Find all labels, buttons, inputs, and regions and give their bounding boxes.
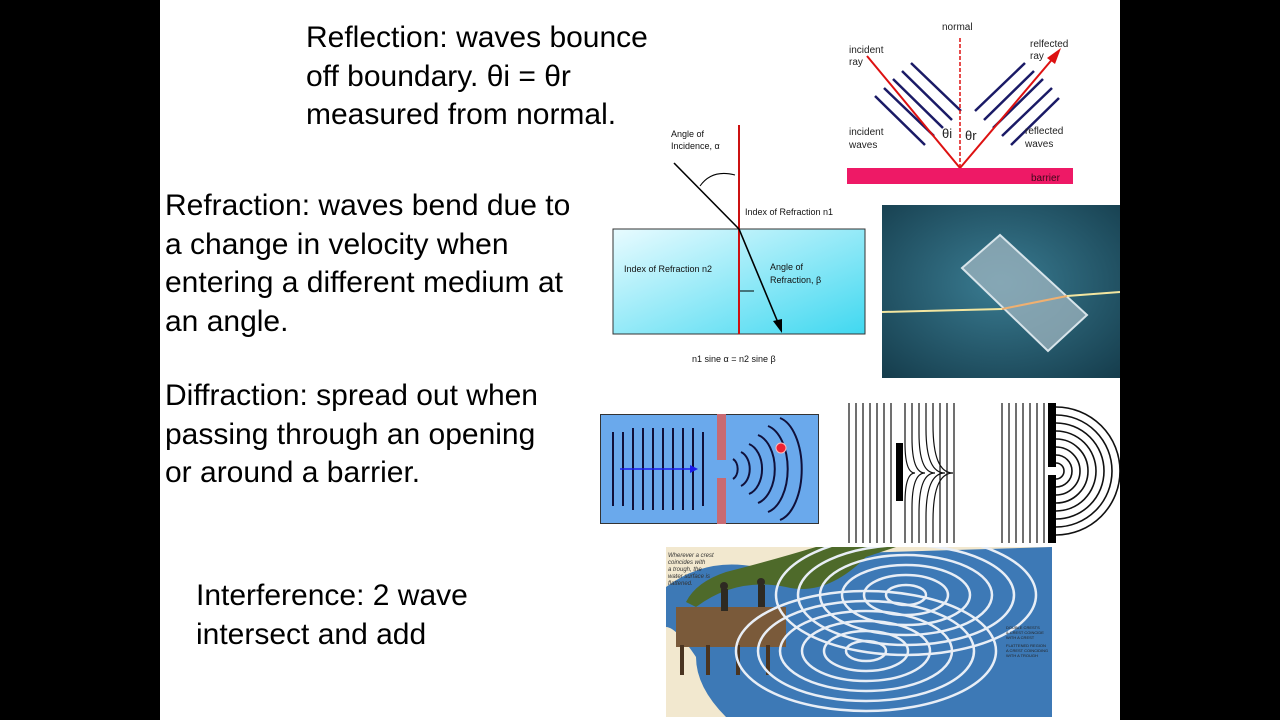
- index-n2-label: Index of Refraction n2: [624, 264, 712, 274]
- dock: [676, 607, 786, 647]
- refraction-line-2: a change in velocity when: [165, 227, 509, 261]
- diffraction-opening-diagram: [1001, 403, 1120, 543]
- opening-incoming-wavefronts: [1001, 403, 1045, 543]
- reflected-ray-arrowhead: [1047, 48, 1061, 64]
- wave-source-rings-2: [734, 589, 998, 713]
- wall-lower: [1048, 475, 1056, 543]
- glass-block-photo: [882, 205, 1120, 378]
- wall-upper: [1048, 403, 1056, 467]
- reflected-ray-label-2: ray: [1030, 51, 1044, 62]
- diffraction-line-1: Diffraction: spread out when: [165, 379, 538, 412]
- theta-i-label: θi: [942, 126, 952, 141]
- right-label-4: FLATTENED REGION: [1006, 643, 1046, 648]
- right-label-1: DOUBLE CRESTS: [1006, 625, 1040, 630]
- refracted-ray-arrowhead: [773, 319, 782, 333]
- incidence-angle-arc: [699, 172, 736, 187]
- angle-refraction-label-2: Refraction, β: [770, 275, 821, 285]
- refraction-line-1: Refraction: waves bend due to: [165, 189, 571, 222]
- right-label-3: WITH A CREST: [1006, 635, 1035, 640]
- interference-line-1: Interference: 2 wave: [196, 579, 468, 612]
- diffracted-wavefronts: [732, 417, 803, 521]
- right-label-6: WITH A TROUGH: [1006, 653, 1038, 658]
- reflection-line-2: off boundary. θi = θr: [306, 59, 571, 93]
- caption-line-1: Wherever a crest: [668, 553, 714, 559]
- reflected-waves-label-1: reflected: [1025, 126, 1063, 137]
- reflection-diagram: barrier normal incident ray relfected ra…: [847, 22, 1073, 184]
- marker-dot: [775, 442, 787, 454]
- barrier-label: barrier: [1031, 173, 1061, 184]
- incident-ray: [673, 162, 740, 230]
- refraction-line-4: an angle.: [165, 304, 289, 338]
- propagation-arrowhead: [690, 465, 698, 473]
- diffraction-line-2: passing through an opening: [165, 417, 536, 451]
- opening-circular-wavefronts: [1055, 406, 1120, 536]
- interference-text: Interference: 2 wave intersect and add: [196, 577, 468, 654]
- grassy-bank: [686, 547, 896, 607]
- reflected-ray: [959, 55, 1056, 169]
- snell-law: n1 sine α = n2 sine β: [692, 354, 776, 364]
- reflected-wavefronts: [974, 62, 1060, 146]
- reflection-line-1: Reflection: waves bounce: [306, 21, 648, 54]
- refraction-text: Refraction: waves bend due to a change i…: [165, 187, 570, 341]
- diffraction-barrier-diagram: [848, 403, 955, 543]
- incident-waves-label-1: incident: [849, 127, 884, 138]
- diffraction-tank-diagram: [600, 414, 819, 524]
- diffraction-line-3: or around a barrier.: [165, 456, 421, 489]
- diffraction-text: Diffraction: spread out when passing thr…: [165, 377, 538, 493]
- reflection-text: Reflection: waves bounce off boundary. θ…: [306, 19, 648, 135]
- light-beam-in: [882, 308, 1003, 313]
- caption-line-3: a trough, the: [668, 567, 702, 573]
- light-beam-glass: [1001, 295, 1068, 310]
- refraction-line-3: entering a different medium at: [165, 266, 564, 299]
- slide: Reflection: waves bounce off boundary. θ…: [160, 0, 1120, 720]
- incident-wavefronts: [874, 62, 962, 146]
- incident-ray-label-2: ray: [849, 57, 863, 68]
- barrier-lower: [717, 478, 726, 524]
- angle-incidence-label-2: Incidence, α: [671, 141, 720, 151]
- incident-ray-label-1: incident: [849, 45, 884, 56]
- caption-line-2: coincides with: [668, 560, 706, 566]
- refracted-ray: [738, 228, 780, 326]
- caption-line-4: water surface is: [668, 574, 710, 580]
- reflection-line-3: measured from normal.: [306, 98, 617, 131]
- refraction-diagram: Angle of Incidence, α Index of Refractio…: [612, 125, 866, 364]
- barrier-bar: [847, 168, 1073, 184]
- angle-incidence-label-1: Angle of: [671, 129, 705, 139]
- light-beam-out: [1066, 291, 1120, 297]
- angle-refraction-label-1: Angle of: [770, 262, 804, 272]
- barrier-wavefronts: [848, 403, 955, 543]
- right-label-5: A CREST COINCIDING: [1006, 648, 1048, 653]
- incident-waves-label-2: waves: [848, 140, 877, 151]
- glass-block: [960, 233, 1089, 353]
- reflected-ray-label-1: relfected: [1030, 39, 1068, 50]
- interference-illustration: Wherever a crest coincides with a trough…: [666, 547, 1052, 717]
- index-n1-label: Index of Refraction n1: [745, 207, 833, 217]
- reflected-waves-label-2: waves: [1024, 139, 1053, 150]
- normal-label: normal: [942, 22, 973, 33]
- right-label-2: & CREST COINCIDE: [1006, 630, 1044, 635]
- interference-line-2: intersect and add: [196, 617, 427, 651]
- caption-line-5: flattened.: [668, 581, 693, 587]
- incident-ray: [866, 55, 961, 169]
- small-barrier: [896, 443, 903, 501]
- theta-r-label: θr: [965, 128, 977, 143]
- barrier-upper: [717, 414, 726, 460]
- people-figures: [720, 578, 765, 611]
